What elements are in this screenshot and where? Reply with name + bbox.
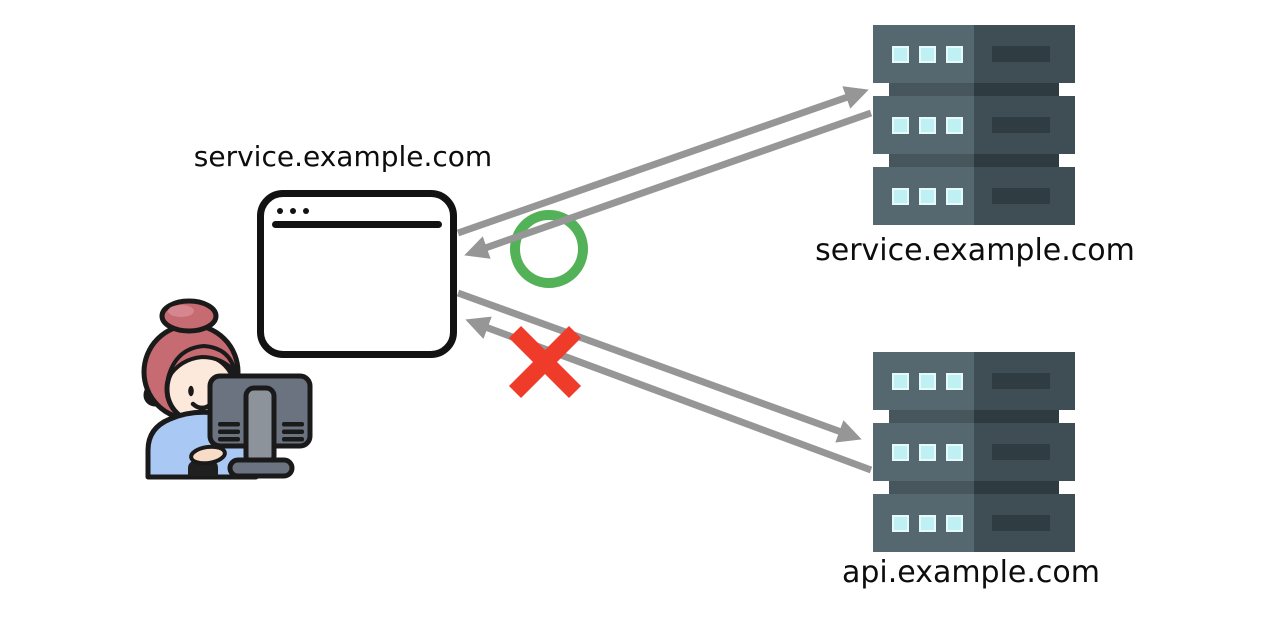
server-led bbox=[892, 45, 909, 63]
server-led bbox=[946, 443, 963, 461]
server-led bbox=[919, 116, 936, 134]
server-slot bbox=[992, 444, 1050, 460]
blocked-cross-icon bbox=[508, 325, 582, 399]
server-led bbox=[946, 45, 963, 63]
request-arrow-api bbox=[456, 289, 862, 443]
address-bar bbox=[272, 221, 442, 228]
server-led bbox=[919, 187, 936, 205]
server-unit bbox=[873, 494, 1075, 552]
server-slot bbox=[992, 188, 1050, 204]
server-led bbox=[919, 372, 936, 390]
server-unit bbox=[873, 167, 1075, 225]
server-led bbox=[892, 514, 909, 532]
server-led bbox=[892, 372, 909, 390]
browser-origin-label: service.example.com bbox=[193, 140, 493, 173]
server-led bbox=[946, 116, 963, 134]
server-rack-icon-service bbox=[873, 25, 1075, 225]
server-led bbox=[946, 514, 963, 532]
server-led bbox=[892, 443, 909, 461]
server-slot bbox=[992, 373, 1050, 389]
monitor-icon bbox=[207, 373, 313, 479]
woman-at-computer-icon bbox=[141, 298, 313, 480]
browser-window-icon bbox=[257, 190, 457, 358]
server-unit bbox=[873, 423, 1075, 481]
server-rack-connector bbox=[889, 154, 1059, 167]
allowed-circle-icon bbox=[510, 210, 588, 288]
server-unit bbox=[873, 96, 1075, 154]
server-api-label: api.example.com bbox=[841, 555, 1101, 590]
server-rack-icon-api bbox=[873, 352, 1075, 552]
server-led bbox=[892, 116, 909, 134]
server-rack-connector bbox=[889, 410, 1059, 423]
server-led bbox=[892, 187, 909, 205]
server-slot bbox=[992, 46, 1050, 62]
server-led bbox=[946, 187, 963, 205]
server-led bbox=[919, 45, 936, 63]
server-rack-connector bbox=[889, 481, 1059, 494]
server-led bbox=[919, 443, 936, 461]
server-led bbox=[946, 372, 963, 390]
server-led bbox=[919, 514, 936, 532]
window-dots-icon bbox=[277, 208, 450, 214]
server-service-label: service.example.com bbox=[815, 233, 1135, 268]
server-slot bbox=[992, 117, 1050, 133]
server-slot bbox=[992, 515, 1050, 531]
request-arrow-service bbox=[456, 86, 869, 237]
server-unit bbox=[873, 352, 1075, 410]
response-arrow-service bbox=[464, 109, 873, 259]
server-unit bbox=[873, 25, 1075, 83]
server-rack-connector bbox=[889, 83, 1059, 96]
